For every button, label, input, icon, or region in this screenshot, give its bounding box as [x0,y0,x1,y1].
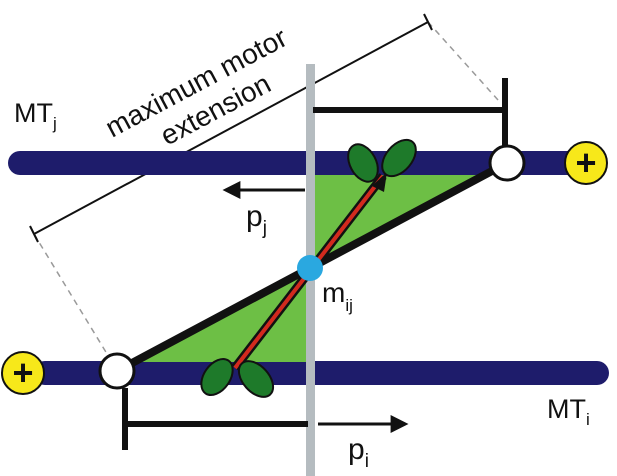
center-point [297,255,323,281]
attachment-point-j [488,144,526,182]
p-i-label: pi [348,433,369,472]
p-j-label: pj [246,200,267,239]
dashed-helper-top [427,21,499,101]
max-extension-line [33,21,429,235]
plus-end-left: + [1,351,45,395]
microtubule-j-label: MTj [14,98,57,133]
plus-sign-icon: + [575,142,596,183]
leaf-pair-icon [200,357,234,397]
max-extension-tick-right [423,13,433,31]
leaf-pair-icon [381,138,417,178]
plus-sign-icon: + [12,352,33,393]
attachment-point-i [98,352,136,390]
microtubule-i-label: MTi [547,394,590,429]
dashed-helper-bottom [33,233,113,363]
leaf-pair-icon [237,360,275,398]
motor-head-bottom [200,357,275,398]
max-extension-tick-left [29,225,39,243]
motor-rod-arrowhead [372,172,387,192]
motor-head-top [347,138,417,183]
m-ij-label: mij [322,277,353,315]
leaf-pair-icon [347,143,379,183]
plus-end-right: + [564,141,608,185]
